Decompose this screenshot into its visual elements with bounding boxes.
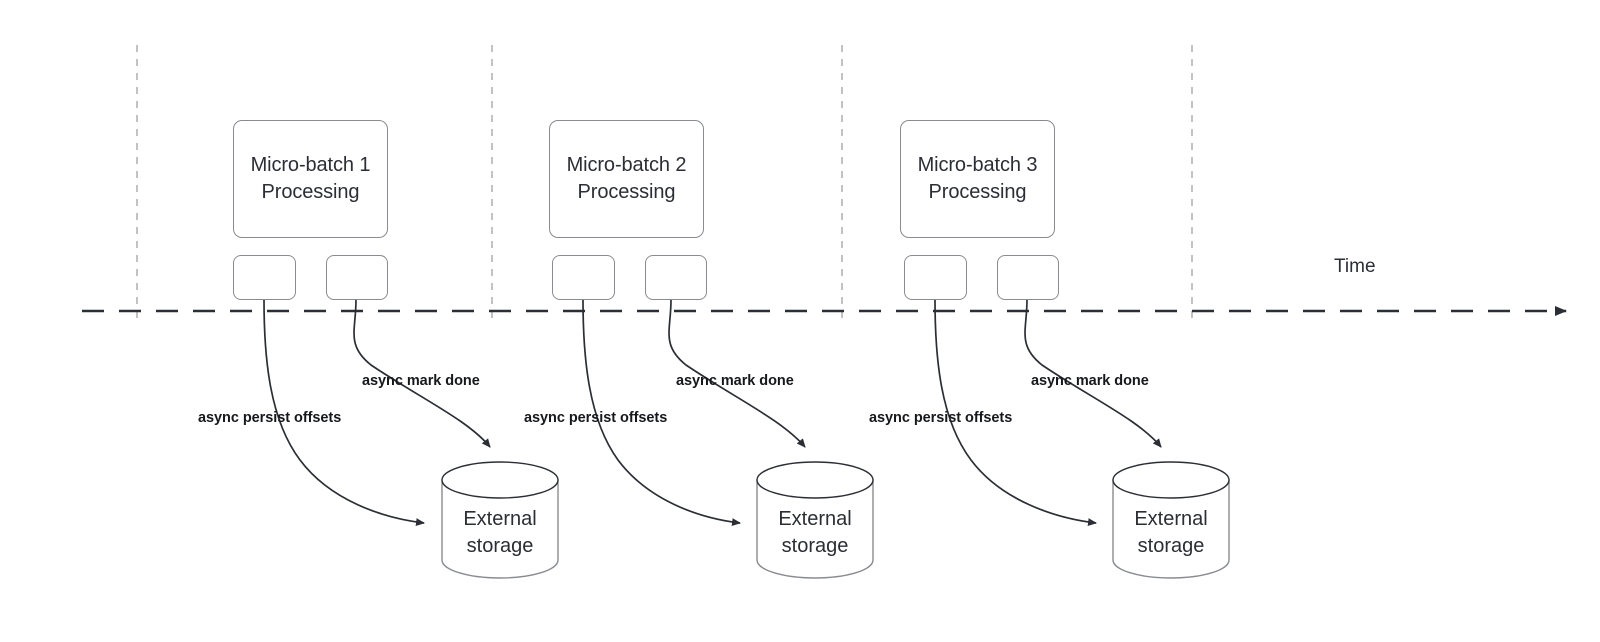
cylinder-body-2 bbox=[756, 479, 874, 579]
micro-batch-subtitle-3: Processing bbox=[928, 181, 1027, 203]
mark-done-edge-2 bbox=[668, 299, 806, 448]
group-2-connectors bbox=[582, 299, 806, 527]
persist-offsets-task-box-3[interactable] bbox=[904, 255, 967, 300]
async-mark-done-label-1: async mark done bbox=[362, 373, 480, 389]
mark-done-edge-1 bbox=[353, 299, 491, 448]
micro-batch-processing-box-1[interactable]: Micro-batch 1 Processing bbox=[233, 120, 388, 238]
async-persist-offsets-label-3: async persist offsets bbox=[869, 410, 1013, 426]
storage-cylinder-1 bbox=[441, 461, 559, 579]
mark-done-edge-3 bbox=[1024, 299, 1162, 448]
mark-done-task-box-1[interactable] bbox=[326, 255, 388, 300]
persist-offsets-task-box-1[interactable] bbox=[233, 255, 296, 300]
async-persist-offsets-label-2: async persist offsets bbox=[524, 410, 668, 426]
group-3-connectors bbox=[934, 299, 1162, 527]
micro-batch-title-3: Micro-batch 3 bbox=[917, 154, 1038, 176]
persist-offsets-edge-1 bbox=[263, 299, 425, 527]
persist-offsets-task-box-2[interactable] bbox=[552, 255, 615, 300]
async-persist-offsets-label-1: async persist offsets bbox=[198, 410, 342, 426]
persist-offsets-edge-2 bbox=[582, 299, 741, 527]
micro-batch-processing-box-3[interactable]: Micro-batch 3 Processing bbox=[900, 120, 1055, 238]
storage-cylinder-2 bbox=[756, 461, 874, 579]
cylinder-body-3 bbox=[1112, 479, 1230, 579]
group-1-connectors bbox=[263, 299, 491, 527]
timeline-guide-lines bbox=[136, 45, 1193, 320]
cylinder-top-1 bbox=[441, 461, 559, 499]
cylinder-top-2 bbox=[756, 461, 874, 499]
cylinder-body-1 bbox=[441, 479, 559, 579]
time-axis-label: Time bbox=[1334, 256, 1376, 277]
async-mark-done-label-3: async mark done bbox=[1031, 373, 1149, 389]
cylinder-top-3 bbox=[1112, 461, 1230, 499]
micro-batch-title-1: Micro-batch 1 bbox=[250, 154, 371, 176]
micro-batch-processing-box-2[interactable]: Micro-batch 2 Processing bbox=[549, 120, 704, 238]
async-mark-done-label-2: async mark done bbox=[676, 373, 794, 389]
storage-cylinder-3 bbox=[1112, 461, 1230, 579]
mark-done-task-box-3[interactable] bbox=[997, 255, 1059, 300]
micro-batch-subtitle-1: Processing bbox=[261, 181, 360, 203]
persist-offsets-edge-3 bbox=[934, 299, 1097, 527]
micro-batch-title-2: Micro-batch 2 bbox=[566, 154, 687, 176]
micro-batch-subtitle-2: Processing bbox=[577, 181, 676, 203]
mark-done-task-box-2[interactable] bbox=[645, 255, 707, 300]
